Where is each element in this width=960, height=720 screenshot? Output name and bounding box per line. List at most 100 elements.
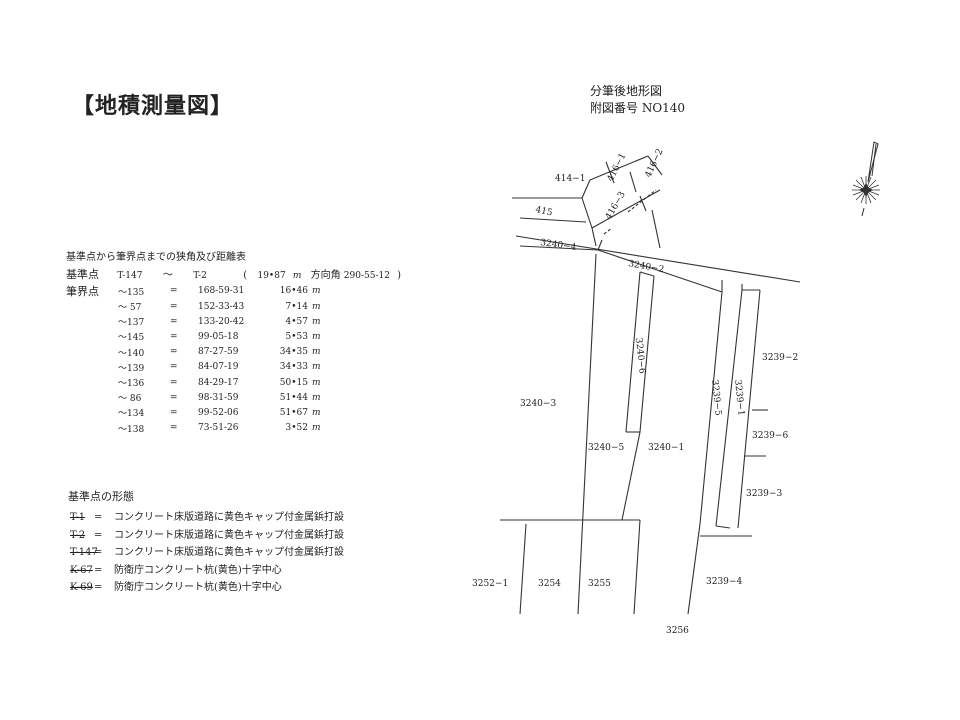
map-line bbox=[519, 523, 527, 615]
angle-cell: 98-31-59 bbox=[198, 392, 239, 403]
unit-cell: m bbox=[312, 377, 321, 388]
map-line bbox=[625, 271, 641, 433]
equals-cell: = bbox=[170, 392, 178, 403]
map-line bbox=[737, 289, 761, 529]
form-code: T-147 bbox=[70, 547, 98, 558]
equals-cell: = bbox=[170, 347, 178, 358]
distance-cell: 4•57 bbox=[285, 316, 309, 327]
reference-azimuth-label: 方向角 bbox=[310, 270, 341, 281]
parcel-label: 3256 bbox=[666, 626, 689, 636]
equals-cell: = bbox=[170, 316, 178, 327]
map-line bbox=[605, 161, 615, 184]
form-equals: = bbox=[94, 547, 103, 558]
map-line bbox=[577, 253, 597, 615]
map-line bbox=[715, 525, 731, 529]
form-equals: = bbox=[94, 512, 103, 523]
form-description: 防衛庁コンクリート杭(黄色)十字中心 bbox=[114, 564, 282, 576]
map-line bbox=[647, 155, 663, 176]
reference-to: T-2 bbox=[193, 271, 207, 281]
form-row: T-1=コンクリート床版道路に黄色キャップ付金属鋲打設 bbox=[70, 508, 344, 526]
form-code: T-2 bbox=[70, 529, 86, 541]
parcel-label: 3239−6 bbox=[752, 431, 788, 441]
distance-cell: 50•15 bbox=[279, 377, 308, 388]
map-line bbox=[639, 275, 655, 433]
angle-cell: 133-20-42 bbox=[198, 316, 245, 327]
reference-from: T-147 bbox=[117, 271, 143, 281]
map-line bbox=[581, 197, 593, 229]
form-row: T-2 = コンクリート床版道路に黄色キャップ付金属鋲打設 bbox=[70, 526, 344, 544]
reference-close-paren: ) bbox=[397, 270, 402, 281]
map-line bbox=[515, 235, 801, 283]
map-line bbox=[639, 195, 647, 212]
angle-cell: 99-05-18 bbox=[198, 331, 239, 342]
equals-cell: = bbox=[170, 331, 178, 342]
equals-cell: = bbox=[170, 423, 178, 434]
distance-cell: 51•44 bbox=[279, 392, 308, 403]
form-equals: = bbox=[94, 582, 103, 593]
map-line bbox=[621, 431, 641, 521]
map-line bbox=[629, 171, 637, 193]
parcel-label: 3254 bbox=[538, 579, 561, 589]
form-row: K-67= 防衛庁コンクリート杭(黄色)十字中心 bbox=[70, 561, 344, 579]
parcel-label: 3255 bbox=[588, 579, 611, 589]
angle-cell: 99-52-06 bbox=[198, 407, 239, 418]
parcel-label: 3239−5 bbox=[709, 379, 723, 416]
form-code: K-67 bbox=[70, 564, 93, 576]
map-line bbox=[597, 239, 603, 251]
form-description: コンクリート床版道路に黄色キャップ付金属鋲打設 bbox=[114, 512, 344, 523]
unit-cell: m bbox=[312, 331, 321, 342]
form-code: K-69 bbox=[70, 582, 93, 593]
map-line bbox=[597, 249, 723, 293]
form-row: T-147=コンクリート床版道路に黄色キャップ付金属鋲打設 bbox=[70, 543, 344, 561]
point-cell: 〜138 bbox=[118, 424, 145, 435]
reference-azimuth: 290-55-12 bbox=[343, 271, 390, 281]
form-equals: = bbox=[94, 529, 103, 541]
unit-cell: m bbox=[312, 362, 321, 373]
parcel-label: 415 bbox=[534, 205, 553, 218]
distance-cell: 16•46 bbox=[279, 286, 308, 296]
map-line bbox=[589, 155, 649, 181]
parcel-label: 3239−4 bbox=[706, 577, 742, 587]
unit-cell: m bbox=[312, 347, 321, 358]
map-line bbox=[633, 519, 641, 615]
distance-cell: 5•53 bbox=[285, 331, 309, 342]
unit-cell: m bbox=[312, 392, 321, 403]
map-line bbox=[519, 217, 587, 223]
form-description: 防衛庁コンクリート杭(黄色)十字中心 bbox=[114, 582, 282, 593]
point-cell: 〜134 bbox=[118, 409, 145, 420]
reference-label: 基準点 bbox=[66, 268, 99, 281]
table-row: 〜134 = 99-52-06 51•67 m bbox=[66, 405, 328, 420]
map-line bbox=[651, 209, 661, 249]
point-cell: 〜137 bbox=[118, 318, 145, 329]
map-line bbox=[581, 179, 591, 199]
parcel-label: 3240−1 bbox=[648, 443, 684, 453]
distance-cell: 34•33 bbox=[279, 362, 308, 373]
point-cell: 〜 86 bbox=[118, 394, 142, 405]
parcel-label: 3239−3 bbox=[746, 489, 782, 499]
unit-cell: m bbox=[312, 423, 321, 434]
point-cell: 〜145 bbox=[118, 333, 145, 344]
angle-cell: 168-59-31 bbox=[198, 286, 245, 296]
distance-cell: 51•67 bbox=[279, 407, 308, 418]
parcel-label: 3240−6 bbox=[633, 337, 647, 374]
map-line bbox=[519, 245, 599, 251]
reference-distance: 19•87 bbox=[257, 271, 286, 281]
unit-cell: m bbox=[312, 407, 321, 418]
parcel-label: 3239−1 bbox=[732, 379, 746, 416]
form-equals: = bbox=[94, 564, 103, 576]
form-description: コンクリート床版道路に黄色キャップ付金属鋲打設 bbox=[114, 529, 344, 541]
equals-cell: = bbox=[170, 407, 178, 418]
parcel-label: 416−3 bbox=[604, 190, 628, 222]
angle-cell: 84-29-17 bbox=[198, 377, 239, 388]
equals-cell: = bbox=[170, 377, 178, 388]
map-line bbox=[715, 289, 743, 527]
reference-unit: m bbox=[292, 271, 302, 281]
equals-cell: = bbox=[170, 286, 178, 296]
